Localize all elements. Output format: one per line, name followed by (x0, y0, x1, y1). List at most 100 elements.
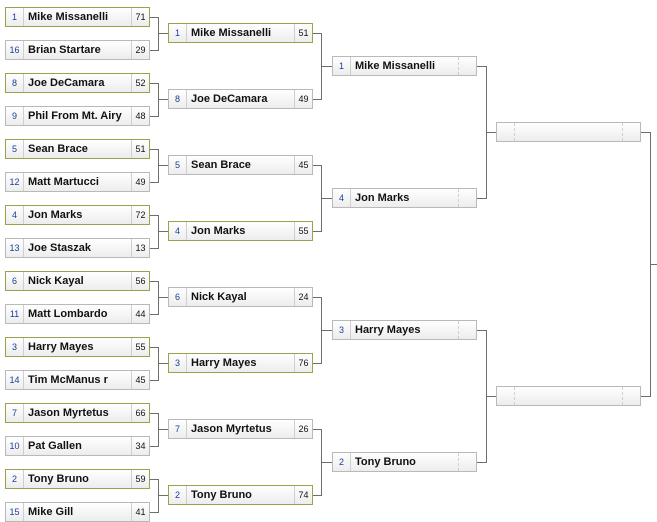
score-value: 56 (131, 272, 149, 290)
score-value: 26 (294, 420, 312, 438)
connector-line (313, 33, 321, 34)
bracket-slot-round3-1[interactable]: 1 Mike Missanelli (332, 56, 477, 76)
connector-line (158, 99, 168, 100)
player-name: Jon Marks (28, 209, 83, 221)
score-value: 48 (131, 107, 149, 125)
player-name: Nick Kayal (191, 291, 247, 303)
player-name: Brian Startare (28, 44, 101, 56)
player-name: Tony Bruno (355, 456, 416, 468)
score-value: 71 (131, 8, 149, 26)
connector-line (486, 396, 496, 397)
connector-line (313, 363, 321, 364)
bracket-slot-round1-3[interactable]: 8 Joe DeCamara 52 (5, 73, 150, 93)
bracket-slot-round4-2[interactable] (496, 386, 641, 406)
score-value: 51 (131, 140, 149, 158)
bracket-slot-round4-1[interactable] (496, 122, 641, 142)
score-value (458, 321, 476, 339)
score-value: 55 (294, 222, 312, 240)
player-name: Jon Marks (191, 225, 246, 237)
seed-number: 8 (6, 74, 24, 92)
connector-line (158, 33, 168, 34)
connector-line (321, 330, 332, 331)
connector-line (158, 479, 159, 513)
player-name: Phil From Mt. Airy (28, 110, 122, 122)
seed-number: 4 (333, 189, 351, 207)
seed-number: 4 (6, 206, 24, 224)
score-value: 55 (131, 338, 149, 356)
connector-line (158, 347, 159, 381)
bracket-slot-round2-4[interactable]: 4 Jon Marks 55 (168, 221, 313, 241)
connector-line (150, 347, 158, 348)
score-value (458, 453, 476, 471)
score-value (622, 123, 640, 141)
seed-number: 14 (6, 371, 24, 389)
connector-line (150, 413, 158, 414)
score-value: 66 (131, 404, 149, 422)
seed-number: 1 (169, 24, 187, 42)
connector-line (321, 198, 332, 199)
player-name: Joe DeCamara (28, 77, 105, 89)
seed-number: 11 (6, 305, 24, 323)
connector-line (313, 429, 321, 430)
player-name: Joe DeCamara (191, 93, 268, 105)
score-value: 76 (294, 354, 312, 372)
score-value: 44 (131, 305, 149, 323)
score-value: 13 (131, 239, 149, 257)
seed-number: 16 (6, 41, 24, 59)
player-name: Jon Marks (355, 192, 410, 204)
seed-number: 10 (6, 437, 24, 455)
connector-line (150, 50, 158, 51)
connector-line (150, 149, 158, 150)
player-name: Sean Brace (191, 159, 251, 171)
connector-line (150, 281, 158, 282)
seed-number: 15 (6, 503, 24, 521)
bracket-slot-round2-3[interactable]: 5 Sean Brace 45 (168, 155, 313, 175)
score-value: 52 (131, 74, 149, 92)
player-name: Mike Missanelli (355, 60, 436, 72)
player-name: Harry Mayes (28, 341, 94, 353)
player-name: Tim McManus r (28, 374, 108, 386)
seed-number: 9 (6, 107, 24, 125)
connector-line (158, 215, 159, 249)
seed-number: 6 (169, 288, 187, 306)
score-value (622, 387, 640, 405)
seed-number: 5 (169, 156, 187, 174)
connector-line (313, 231, 321, 232)
score-value: 45 (294, 156, 312, 174)
player-name: Jason Myrtetus (191, 423, 272, 435)
bracket-slot-round3-2[interactable]: 4 Jon Marks (332, 188, 477, 208)
seed-number: 4 (169, 222, 187, 240)
player-name: Harry Mayes (355, 324, 421, 336)
player-name: Tony Bruno (191, 489, 252, 501)
connector-line (150, 17, 158, 18)
connector-line (158, 363, 168, 364)
connector-line (158, 495, 168, 496)
bracket-slot-round1-4[interactable]: 9 Phil From Mt. Airy 48 (5, 106, 150, 126)
seed-number: 1 (6, 8, 24, 26)
seed-number: 1 (333, 57, 351, 75)
seed-number: 3 (333, 321, 351, 339)
bracket-slot-round3-3[interactable]: 3 Harry Mayes (332, 320, 477, 340)
connector-line (477, 462, 486, 463)
